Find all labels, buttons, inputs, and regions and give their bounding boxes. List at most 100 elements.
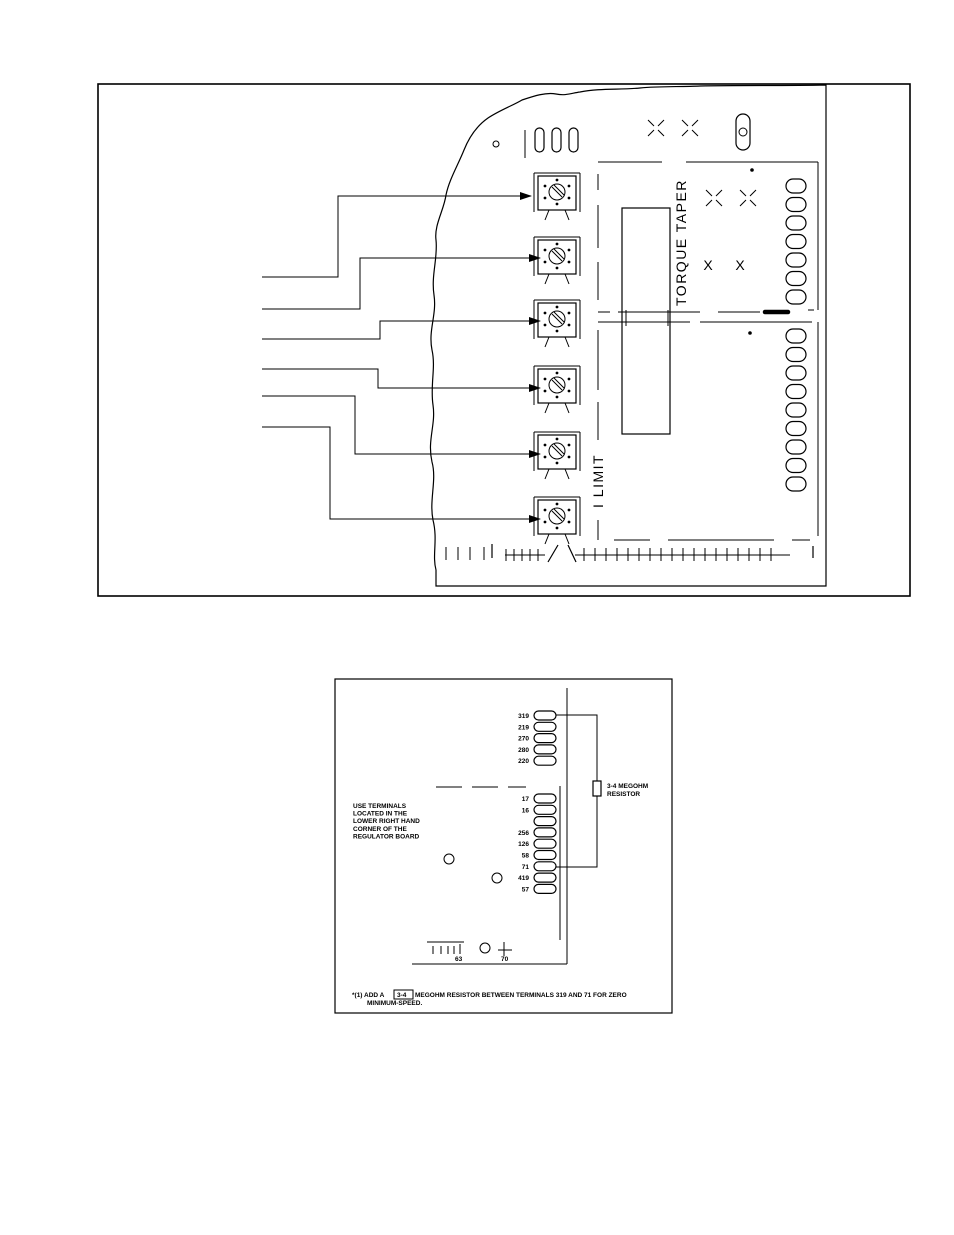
footnote-text: MEGOHM RESISTOR BETWEEN TERMINALS 319 AN… <box>415 992 627 999</box>
wire-71 <box>556 796 597 867</box>
resistor-label: 3-4 MEGOHM <box>607 783 648 790</box>
terminal-label: 57 <box>522 886 530 893</box>
terminal-oval <box>534 794 556 803</box>
terminal-oval <box>786 440 806 454</box>
resistor-label: RESISTOR <box>607 791 640 798</box>
terminal-label: 126 <box>518 841 529 848</box>
leader-arrow-2 <box>262 258 540 309</box>
terminal-oval <box>786 422 806 436</box>
terminal-oval <box>534 839 556 848</box>
potentiometer <box>534 497 580 544</box>
leader-lines <box>262 196 540 519</box>
note-line: CORNER OF THE <box>353 826 407 833</box>
terminal-oval <box>786 477 806 491</box>
terminal-oval <box>534 862 556 871</box>
terminal-oval <box>786 329 806 343</box>
terminal-oval <box>534 873 556 882</box>
pin-dot <box>748 331 752 335</box>
top-pads <box>525 128 578 158</box>
mount-hole <box>444 854 454 864</box>
terminal-oval <box>786 348 806 362</box>
terminal-label: 419 <box>518 875 529 882</box>
mount-hole <box>480 943 490 953</box>
terminal-label: 16 <box>522 807 530 814</box>
center-component <box>622 208 670 434</box>
note-line: USE TERMINALS <box>353 803 407 810</box>
terminal-oval <box>534 734 556 743</box>
bottom-terminal-strip <box>427 942 512 956</box>
minimum-speed-detail-diagram: 319 219 270 280 220 17 16 256 126 58 71 419 57 3-4 M… <box>335 679 672 1013</box>
mount-hole <box>492 873 502 883</box>
terminal-strip-detail: 319 219 270 280 220 17 16 256 126 58 71 419 57 <box>518 711 556 893</box>
terminal-oval <box>534 745 556 754</box>
leader-arrow-6 <box>262 427 540 519</box>
torque-taper-label: TORQUE TAPER <box>673 179 689 306</box>
footnote-box-value: 3-4 <box>397 992 407 999</box>
oval-component <box>736 114 750 150</box>
dashed-x-marks-right <box>706 190 756 206</box>
terminal-strip-upper <box>786 179 806 304</box>
terminal-strip-lower <box>786 329 806 491</box>
terminal-oval <box>534 805 556 814</box>
x-mark: X <box>735 257 745 273</box>
terminal-oval <box>786 235 806 249</box>
resistor-symbol <box>593 781 601 796</box>
footnote-prefix: *(1) ADD A <box>352 992 385 999</box>
bottom-terminal-ticks <box>446 544 813 562</box>
terminal-label: 17 <box>522 796 530 803</box>
terminal-label: 220 <box>518 758 529 765</box>
potentiometer <box>534 432 580 479</box>
terminal-label: 71 <box>522 864 530 871</box>
terminal-oval <box>534 756 556 765</box>
terminal-oval <box>534 722 556 731</box>
x-mark: X <box>703 257 713 273</box>
pin-dot <box>750 168 754 172</box>
note-line: LOCATED IN THE <box>353 811 408 818</box>
terminal-label: 319 <box>518 713 529 720</box>
note-line: REGULATOR BOARD <box>353 833 420 840</box>
resistor-connection <box>556 715 601 867</box>
potentiometer <box>534 300 580 347</box>
terminal-oval <box>534 851 556 860</box>
terminal-oval <box>786 290 806 304</box>
terminal-oval <box>534 828 556 837</box>
terminal-oval <box>786 366 806 380</box>
i-limit-label: I LIMIT <box>590 454 606 508</box>
terminal-label: 280 <box>518 747 529 754</box>
leader-arrow-1 <box>262 196 531 277</box>
potentiometer <box>534 173 580 220</box>
dashed-x-marks-top <box>648 120 698 136</box>
regulator-board-diagram: TORQUE TAPER I LIMIT X X <box>98 84 910 596</box>
mount-hole <box>493 141 499 147</box>
terminal-oval <box>786 216 806 230</box>
terminal-oval <box>786 385 806 399</box>
wire-319 <box>556 715 597 781</box>
terminal-oval <box>534 817 556 826</box>
terminal-oval <box>786 459 806 473</box>
terminal-label: 58 <box>522 853 530 860</box>
terminal-70-label: 70 <box>501 956 509 963</box>
potentiometer <box>534 366 580 413</box>
note-line: LOWER RIGHT HAND <box>353 818 420 825</box>
terminal-oval <box>786 179 806 193</box>
terminal-label: 256 <box>518 830 529 837</box>
terminal-oval <box>534 711 556 720</box>
board-outline <box>430 85 826 586</box>
potentiometer <box>534 237 580 284</box>
terminal-oval <box>786 403 806 417</box>
terminal-label: 219 <box>518 724 529 731</box>
terminal-oval <box>534 884 556 893</box>
footnote-text-line2: MINIMUM-SPEED. <box>367 1000 422 1007</box>
leader-arrow-4 <box>262 369 540 388</box>
terminal-label: 270 <box>518 736 529 743</box>
terminal-oval <box>786 272 806 286</box>
leader-arrow-5 <box>262 396 540 454</box>
terminal-oval <box>786 198 806 212</box>
leader-arrow-3 <box>262 321 540 339</box>
terminal-oval <box>786 253 806 267</box>
terminal-63-label: 63 <box>455 956 463 963</box>
inner-frame <box>598 162 818 540</box>
potentiometer-column <box>534 173 580 544</box>
